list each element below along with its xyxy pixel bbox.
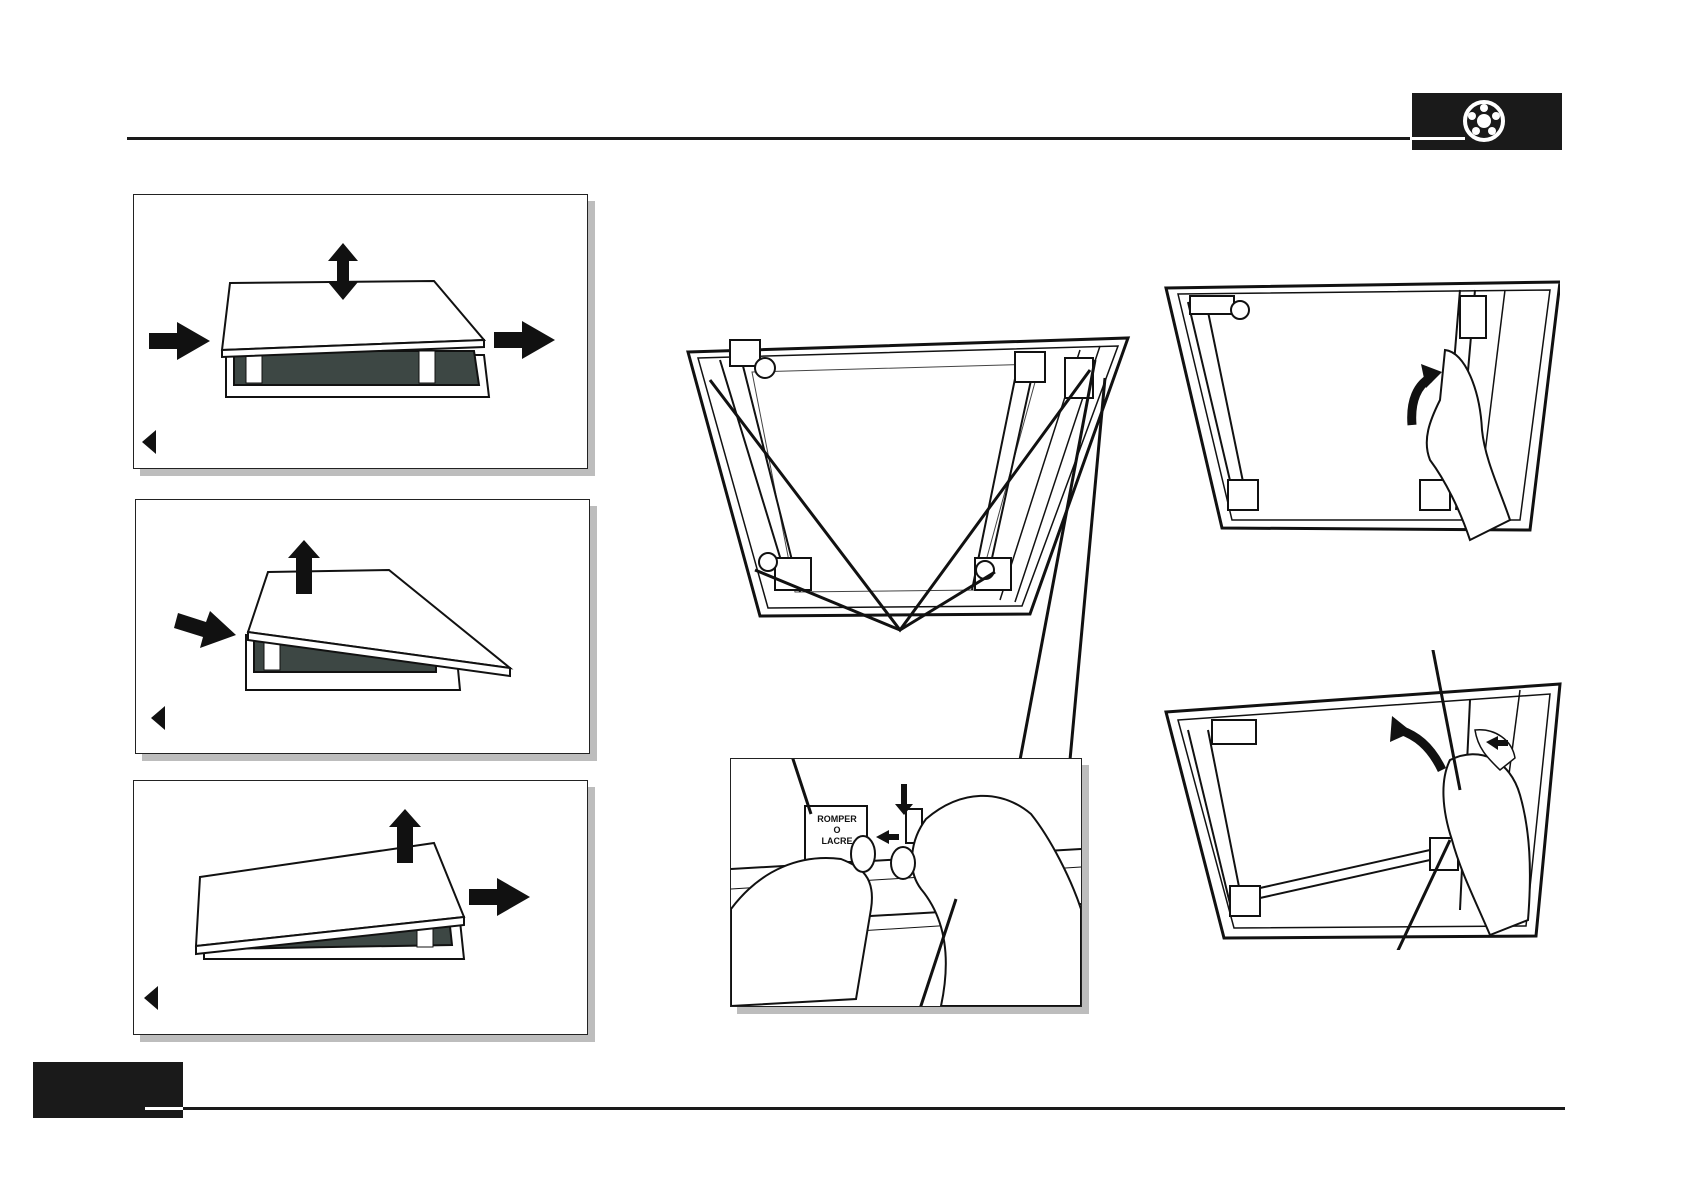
seal-label-line: O xyxy=(807,825,867,836)
seal-detail-inset: ROMPER O LACRE xyxy=(730,758,1082,1007)
back-triangle-icon[interactable] xyxy=(144,986,158,1010)
wheel-icon xyxy=(1462,99,1506,143)
section-tab[interactable] xyxy=(1412,93,1562,150)
header-rule xyxy=(127,137,1410,140)
footer-rule xyxy=(145,1107,1565,1110)
back-triangle-icon[interactable] xyxy=(151,706,165,730)
tab-notch xyxy=(145,1107,183,1110)
tab-notch xyxy=(1410,137,1465,140)
panel-lift-rear-diagram xyxy=(133,780,588,1035)
lever-release-illustration xyxy=(1160,650,1570,950)
back-triangle-icon[interactable] xyxy=(142,430,156,454)
panel-lift-front-diagram xyxy=(135,499,590,754)
seal-label-line: LACRE xyxy=(807,836,867,847)
lift-panel-illustration xyxy=(1160,280,1560,550)
seal-label: ROMPER O LACRE xyxy=(807,814,867,847)
seal-label-line: ROMPER xyxy=(807,814,867,825)
panel-slide-diagram xyxy=(133,194,588,469)
